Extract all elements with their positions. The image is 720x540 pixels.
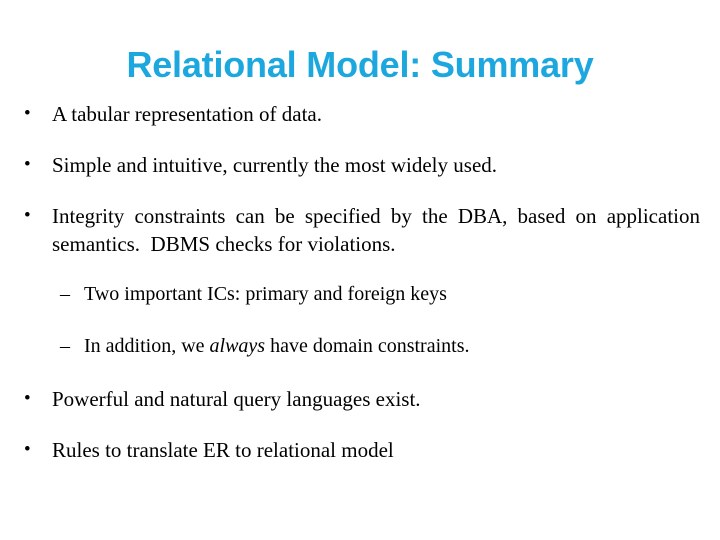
slide-body: • A tabular representation of data. • Si… bbox=[22, 100, 704, 464]
bullet-marker-icon: • bbox=[24, 103, 31, 124]
list-item-text: A tabular representation of data. bbox=[52, 102, 322, 126]
list-item-text: Powerful and natural query languages exi… bbox=[52, 387, 421, 411]
list-item: • Integrity constraints can be specified… bbox=[22, 202, 704, 258]
sub-list-item: – In addition, we always have domain con… bbox=[22, 333, 704, 360]
list-item: • A tabular representation of data. bbox=[22, 100, 704, 128]
bullet-marker-icon: • bbox=[24, 388, 31, 409]
sub-list-item-text-emphasis: always bbox=[209, 335, 266, 357]
sub-list-item-text: Two important ICs: primary and foreign k… bbox=[84, 283, 447, 305]
sub-list-item-text: In addition, we always have domain const… bbox=[84, 333, 704, 360]
list-item-text: Integrity constraints can be specified b… bbox=[52, 204, 700, 256]
sub-list-item: – Two important ICs: primary and foreign… bbox=[22, 281, 704, 308]
list-item-text: Rules to translate ER to relational mode… bbox=[52, 438, 394, 462]
list-item-text: Simple and intuitive, currently the most… bbox=[52, 153, 498, 177]
sub-list-item-text-prefix: In addition, we bbox=[84, 335, 210, 357]
list-item: • Simple and intuitive, currently the mo… bbox=[22, 151, 704, 179]
bullet-marker-icon: • bbox=[24, 154, 31, 175]
bullet-marker-icon: • bbox=[24, 205, 31, 226]
list-item: • Rules to translate ER to relational mo… bbox=[22, 436, 704, 464]
page-title: Relational Model: Summary bbox=[126, 44, 594, 85]
dash-marker-icon: – bbox=[60, 283, 70, 305]
bullet-marker-icon: • bbox=[24, 439, 31, 460]
list-item: • Powerful and natural query languages e… bbox=[22, 385, 704, 413]
dash-marker-icon: – bbox=[60, 335, 70, 357]
sub-list-item-text-suffix: have domain constraints. bbox=[265, 335, 470, 357]
